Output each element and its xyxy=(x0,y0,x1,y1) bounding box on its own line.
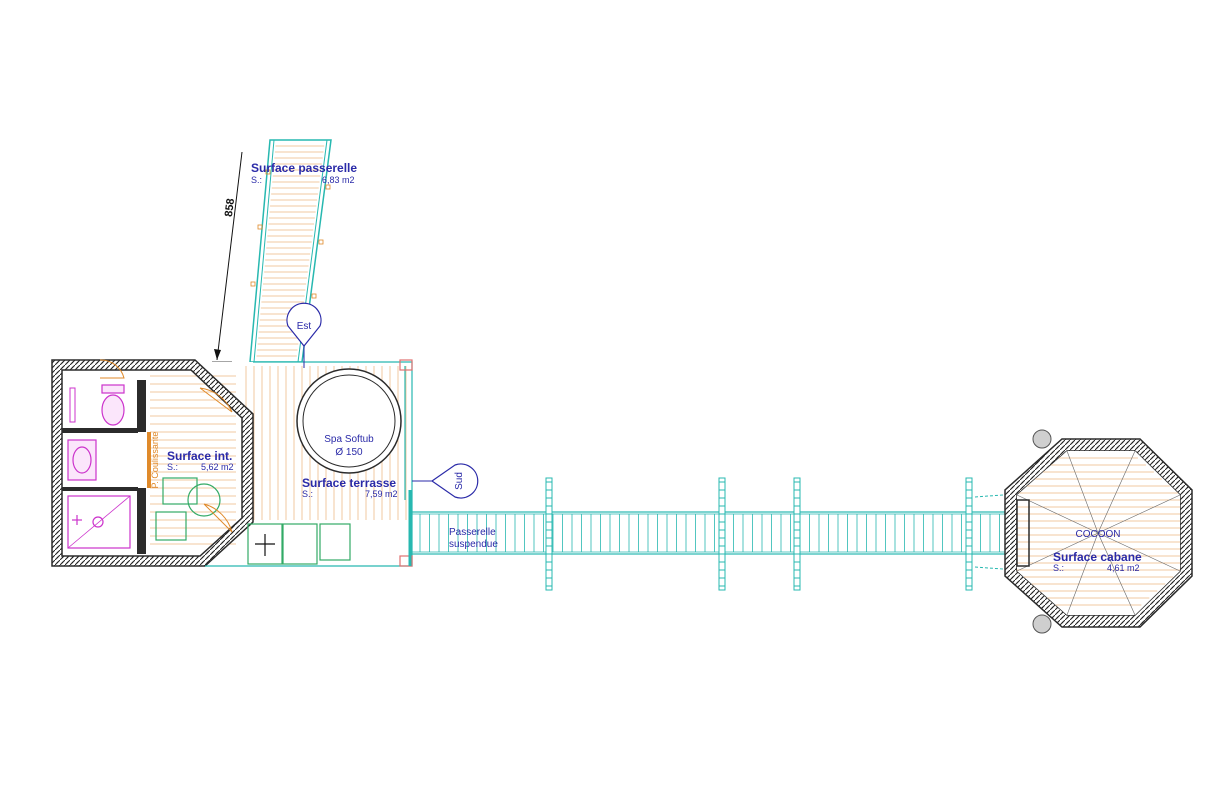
sliding-door: P. Coulissante xyxy=(147,432,160,489)
compass-east-label: Est xyxy=(297,321,312,332)
bridge-label-line1: Passerelle xyxy=(449,527,496,538)
suspended-bridge: Passerelle suspendue xyxy=(411,477,1191,591)
spa-name: Spa Softub xyxy=(324,434,374,445)
interior-furniture xyxy=(155,477,221,541)
compass-east: Est xyxy=(286,302,322,368)
bridge-post xyxy=(718,477,726,591)
door-swings xyxy=(99,359,233,533)
partition-wall xyxy=(62,487,138,491)
washbasin-icon xyxy=(67,439,97,481)
walkway-post-markers xyxy=(250,169,331,299)
spa-diameter: Ø 150 xyxy=(335,447,363,458)
cabin-s-label: S.: xyxy=(1053,563,1064,573)
sliding-door-label: P. Coulissante xyxy=(150,432,160,489)
terrace-railing xyxy=(205,359,413,567)
walkway-title: Surface passerelle xyxy=(251,161,357,175)
towel-rail-icon xyxy=(69,387,76,423)
deck-stripes xyxy=(150,366,407,545)
interior-title: Surface int. xyxy=(167,449,232,463)
cabin-area: 4,61 m2 xyxy=(1107,563,1140,573)
cabin-name: COCOON xyxy=(1076,529,1121,540)
walkway-s-label: S.: xyxy=(251,175,262,185)
terrace-benches xyxy=(247,523,351,565)
bridge-post xyxy=(545,477,553,591)
upper-walkway xyxy=(249,139,332,363)
compass-south-label: Sud xyxy=(454,472,465,490)
interior-s-label: S.: xyxy=(167,462,178,472)
partition-wall xyxy=(62,428,138,433)
shower-icon xyxy=(67,495,131,549)
interior-area: 5,62 m2 xyxy=(201,462,234,472)
terrace-title: Surface terrasse xyxy=(302,476,396,490)
cabin-spokes xyxy=(1016,450,1181,616)
cabin: COCOON Surface cabane S.: 4,61 m2 xyxy=(1004,429,1193,634)
bridge-posts xyxy=(545,477,973,591)
compass-south: Sud xyxy=(412,463,479,499)
bridge-label-line2: suspendue xyxy=(449,539,498,550)
bridge-post xyxy=(965,477,973,591)
house: P. Coulissante xyxy=(51,359,413,567)
dimension-value: 858 xyxy=(223,198,237,218)
cabin-floor-stripes xyxy=(1017,457,1180,606)
toilet-icon xyxy=(101,384,125,426)
partition-wall xyxy=(137,380,146,432)
terrace-s-label: S.: xyxy=(302,489,313,499)
partition-wall xyxy=(137,488,146,554)
walkway-area: 6,83 m2 xyxy=(322,175,355,185)
walkway-slats xyxy=(256,145,325,357)
bridge-slats xyxy=(419,514,1000,552)
spa-tub: Spa Softub Ø 150 xyxy=(296,368,402,474)
house-outer-wall xyxy=(51,359,254,567)
dimension-line: 858 xyxy=(212,151,243,363)
cabin-title: Surface cabane xyxy=(1053,550,1142,564)
terrace-area: 7,59 m2 xyxy=(365,489,398,499)
bridge-post xyxy=(793,477,801,591)
